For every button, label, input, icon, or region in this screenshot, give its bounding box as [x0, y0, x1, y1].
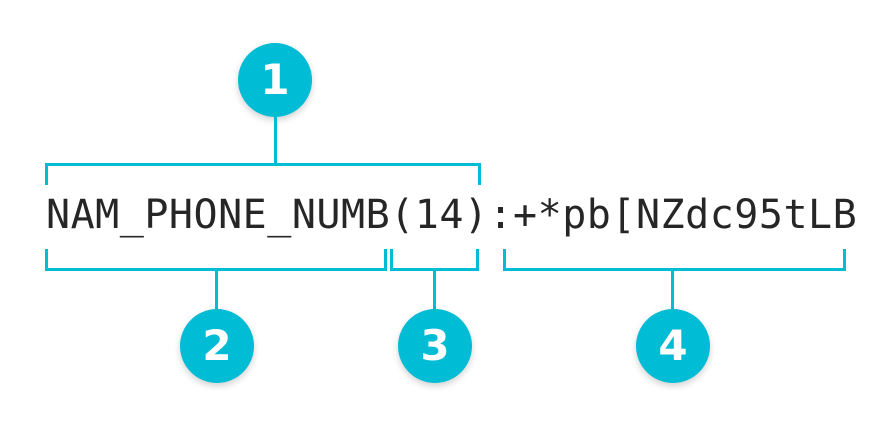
callout-bracket-3 — [390, 249, 479, 271]
callout-bracket-4 — [503, 249, 846, 271]
callout-stem-1 — [274, 117, 277, 165]
callout-stem-2 — [215, 271, 218, 313]
callout-badge-1[interactable]: 1 — [238, 43, 312, 117]
callout-stem-4 — [671, 271, 674, 313]
callout-badge-4[interactable]: 4 — [636, 309, 710, 383]
callout-stem-3 — [433, 271, 436, 313]
callout-badge-3[interactable]: 3 — [398, 309, 472, 383]
callout-bracket-2 — [45, 249, 387, 271]
callout-badge-2[interactable]: 2 — [180, 309, 254, 383]
callout-bracket-1 — [45, 163, 481, 185]
code-string: NAM_PHONE_NUMB(14):+*pb[NZdc95tLB — [46, 192, 858, 238]
